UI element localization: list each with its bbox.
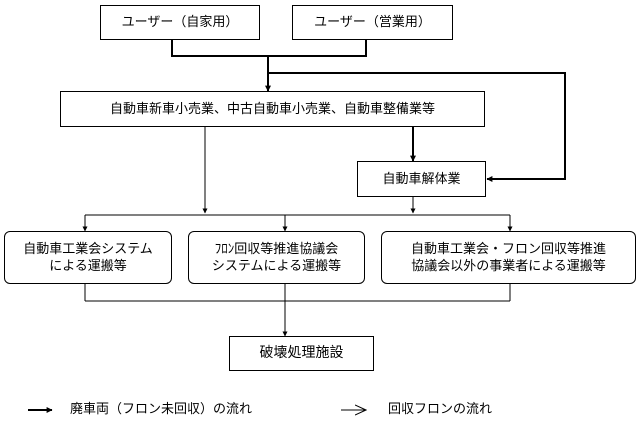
node-other-transport: 自動車工業会・フロン回収等推進 協議会以外の事業者による運搬等 [381,231,636,284]
node-user-commercial: ユーザー（営業用） [292,5,453,40]
flow-users-to-dismantler [268,72,566,182]
flow-transport-to-destruction [84,284,511,337]
node-other-transport-line-1: 自動車工業会・フロン回収等推進 [410,241,606,257]
node-freon-system-line-1: ﾌﾛﾝ回収等推進協議会 [214,241,339,257]
legend-thick-label: 廃車両（フロン未回収）の流れ [70,402,253,417]
flow-freon-to-transport [82,127,513,232]
legend-thin-label: 回収フロンの流れ [388,402,493,417]
node-other-transport-line-2: 協議会以外の事業者による運搬等 [411,258,606,274]
node-user-private: ユーザー（自家用） [100,5,260,40]
node-freon-system-line-2: システムによる運搬等 [211,258,342,274]
node-dealers: 自動車新車小売業、中古自動車小売業、自動車整備業等 [60,91,485,127]
flow-users-to-dealers [171,40,367,92]
node-jama-system-line-1: 自動車工業会システム [23,241,153,257]
node-jama-system: 自動車工業会システム による運搬等 [4,231,172,284]
node-destruction: 破壊処理施設 [229,336,374,371]
node-freon-system: ﾌﾛﾝ回収等推進協議会 システムによる運搬等 [188,231,365,284]
node-dismantler: 自動車解体業 [357,161,486,197]
node-jama-system-line-2: による運搬等 [49,258,127,274]
